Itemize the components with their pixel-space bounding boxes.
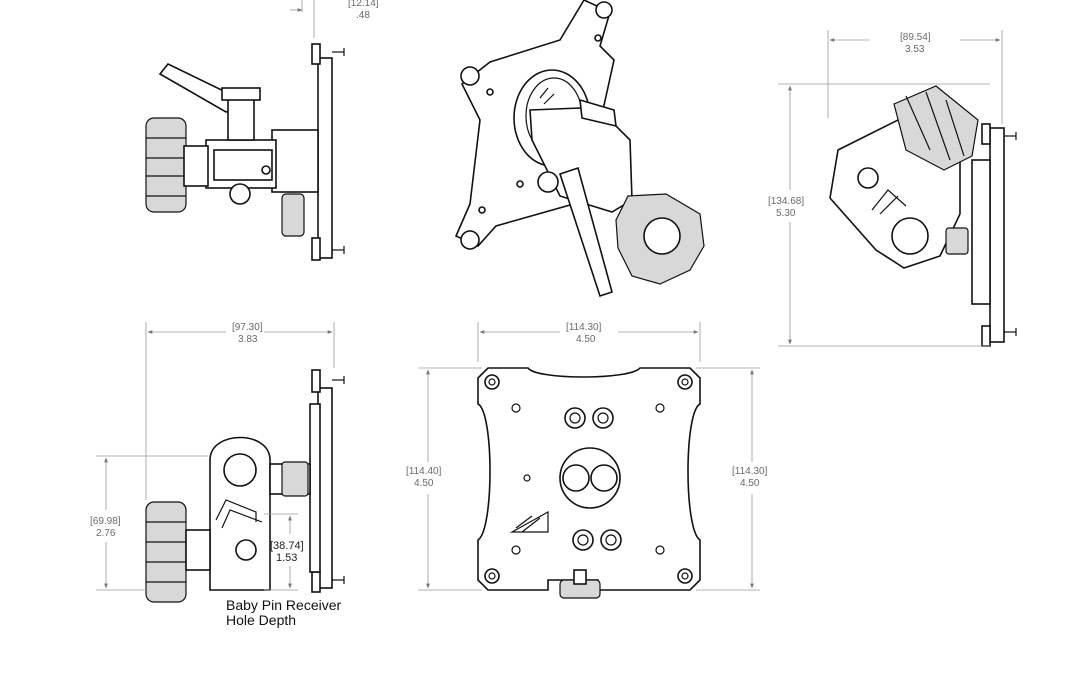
dim-side-height-mm: [69.98] xyxy=(90,516,121,527)
dim-side-width-in: 3.83 xyxy=(238,334,258,345)
dim-plate-height-right-mm: [114.30] xyxy=(732,466,768,477)
dim-iso-width-mm: [89.54] xyxy=(900,32,931,43)
top-right-view: [89.54] 3.53 [134.68] 5.30 xyxy=(768,30,1017,347)
front-plate-view: [114.30] 4.50 [114.40] 4.50 [114.30] 4.5… xyxy=(406,322,768,599)
dim-lever-offset-in: .48 xyxy=(356,10,370,21)
dim-iso-height-mm: [134.68] xyxy=(768,196,804,207)
mount-plate-edge xyxy=(317,57,333,259)
dim-iso-height-in: 5.30 xyxy=(776,208,796,219)
dim-plate-height-left-in: 4.50 xyxy=(414,478,434,489)
isometric-view xyxy=(454,0,705,298)
dim-side-width-mm: [97.30] xyxy=(232,322,263,333)
dim-side-height-in: 2.76 xyxy=(96,528,116,539)
dim-plate-width-mm: [114.30] xyxy=(566,322,602,333)
dim-iso-width-in: 3.53 xyxy=(905,44,925,55)
bottom-left-side-view: [97.30] 3.83 [69.98] 2.76 [38.74] 1.53 B… xyxy=(90,322,345,628)
side-knob xyxy=(145,501,187,603)
iso-lever xyxy=(558,166,613,298)
note-receiver-line2: Hole Depth xyxy=(226,612,296,628)
dim-hole-depth-mm: [38.74] xyxy=(270,540,304,552)
dim-plate-width-in: 4.50 xyxy=(576,334,596,345)
dim-plate-height-left-mm: [114.40] xyxy=(406,466,442,477)
knob xyxy=(145,117,187,213)
dim-plate-height-right-in: 4.50 xyxy=(740,478,760,489)
right-knob xyxy=(893,85,979,171)
dim-hole-depth-in: 1.53 xyxy=(276,552,297,564)
dim-lever-offset-mm: [12.14] xyxy=(348,0,379,9)
note-receiver-line1: Baby Pin Receiver xyxy=(226,597,342,613)
top-left-side-view: [12.14] .48 xyxy=(145,0,379,261)
